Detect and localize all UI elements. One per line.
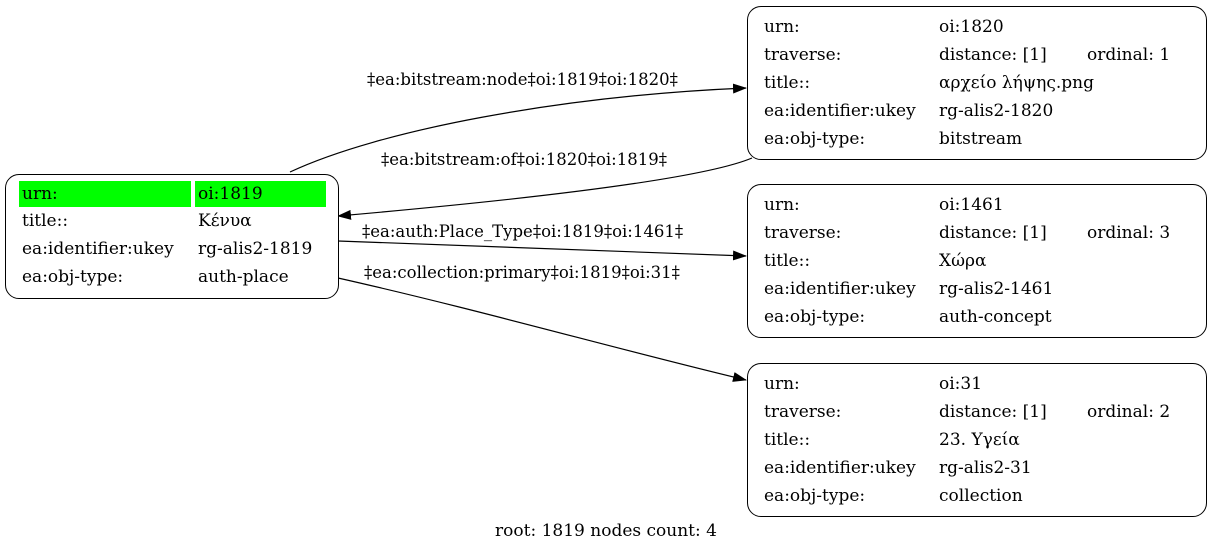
node-value-title: 23. Υγεία — [939, 430, 1020, 450]
node-key-ukey: ea:identifier:ukey — [764, 279, 916, 299]
node-key-type: ea:obj-type: — [22, 267, 124, 287]
node-row-type: ea:obj-type: auth-place — [19, 264, 329, 290]
edge-place-type-line — [337, 240, 747, 261]
node-oi-31[interactable]: urn: oi:31 traverse: distance: [1] ordin… — [747, 363, 1207, 517]
node-value-distance: distance: [1] — [939, 402, 1047, 422]
node-value-urn: oi:31 — [939, 374, 983, 394]
node-value-ordinal: ordinal: 1 — [1087, 45, 1171, 65]
node-key-urn: urn: — [764, 17, 800, 37]
node-value-title: Κένυα — [198, 211, 252, 231]
edge-label-collection: ‡ea:collection:primary‡oi:1819‡oi:31‡ — [364, 263, 680, 282]
edge-label-bitstream-node: ‡ea:bitstream:node‡oi:1819‡oi:1820‡ — [367, 70, 678, 89]
node-key-type: ea:obj-type: — [764, 486, 866, 506]
node-key-title: title:: — [764, 251, 811, 271]
node-value-distance: distance: [1] — [939, 45, 1047, 65]
edge-bitstream-node-line — [289, 83, 747, 173]
node-value-title: Χώρα — [939, 251, 987, 271]
node-value-ordinal: ordinal: 3 — [1087, 223, 1171, 243]
node-oi-1819[interactable]: urn: oi:1819 title:: Κένυα ea:identifier… — [5, 174, 339, 299]
node-value-urn: oi:1820 — [939, 17, 1004, 37]
node-value-urn: oi:1819 — [195, 181, 326, 207]
edge-collection-line — [337, 277, 747, 382]
node-key-title: title:: — [764, 430, 811, 450]
node-key-type: ea:obj-type: — [764, 129, 866, 149]
edge-label-place-type: ‡ea:auth:Place_Type‡oi:1819‡oi:1461‡ — [362, 222, 684, 241]
node-value-urn: oi:1461 — [939, 195, 1004, 215]
node-oi-1820[interactable]: urn: oi:1820 traverse: distance: [1] ord… — [747, 6, 1207, 160]
node-key-type: ea:obj-type: — [764, 307, 866, 327]
node-key-ukey: ea:identifier:ukey — [764, 458, 916, 478]
node-key-urn: urn: — [764, 374, 800, 394]
node-row-urn: urn: oi:1819 — [19, 181, 329, 207]
node-key-urn: urn: — [764, 195, 800, 215]
node-oi-1461[interactable]: urn: oi:1461 traverse: distance: [1] ord… — [747, 184, 1207, 338]
node-value-ukey: rg-alis2-1461 — [939, 279, 1054, 299]
node-value-ordinal: ordinal: 2 — [1087, 402, 1171, 422]
node-row-ukey: ea:identifier:ukey rg-alis2-1819 — [19, 236, 329, 262]
node-key-ukey: ea:identifier:ukey — [764, 101, 916, 121]
node-key-traverse: traverse: — [764, 45, 842, 65]
edge-bitstream-of-line — [337, 157, 753, 220]
node-row-title: title:: Κένυα — [19, 208, 329, 234]
node-value-type: collection — [939, 486, 1023, 506]
node-key-traverse: traverse: — [764, 223, 842, 243]
node-value-ukey: rg-alis2-1819 — [198, 239, 313, 259]
node-key-title: title:: — [764, 73, 811, 93]
node-value-distance: distance: [1] — [939, 223, 1047, 243]
node-value-type: bitstream — [939, 129, 1023, 149]
node-value-type: auth-place — [198, 267, 289, 287]
node-value-type: auth-concept — [939, 307, 1052, 327]
node-key-title: title:: — [22, 211, 69, 231]
node-value-ukey: rg-alis2-1820 — [939, 101, 1054, 121]
edge-label-bitstream-of: ‡ea:bitstream:of‡oi:1820‡oi:1819‡ — [381, 150, 667, 169]
node-value-ukey: rg-alis2-31 — [939, 458, 1032, 478]
node-key-ukey: ea:identifier:ukey — [22, 239, 174, 259]
node-key-urn: urn: — [19, 181, 191, 207]
node-value-title: αρχείο λήψης.png — [939, 73, 1095, 93]
graph-footer: root: 1819 nodes count: 4 — [495, 521, 717, 541]
node-key-traverse: traverse: — [764, 402, 842, 422]
